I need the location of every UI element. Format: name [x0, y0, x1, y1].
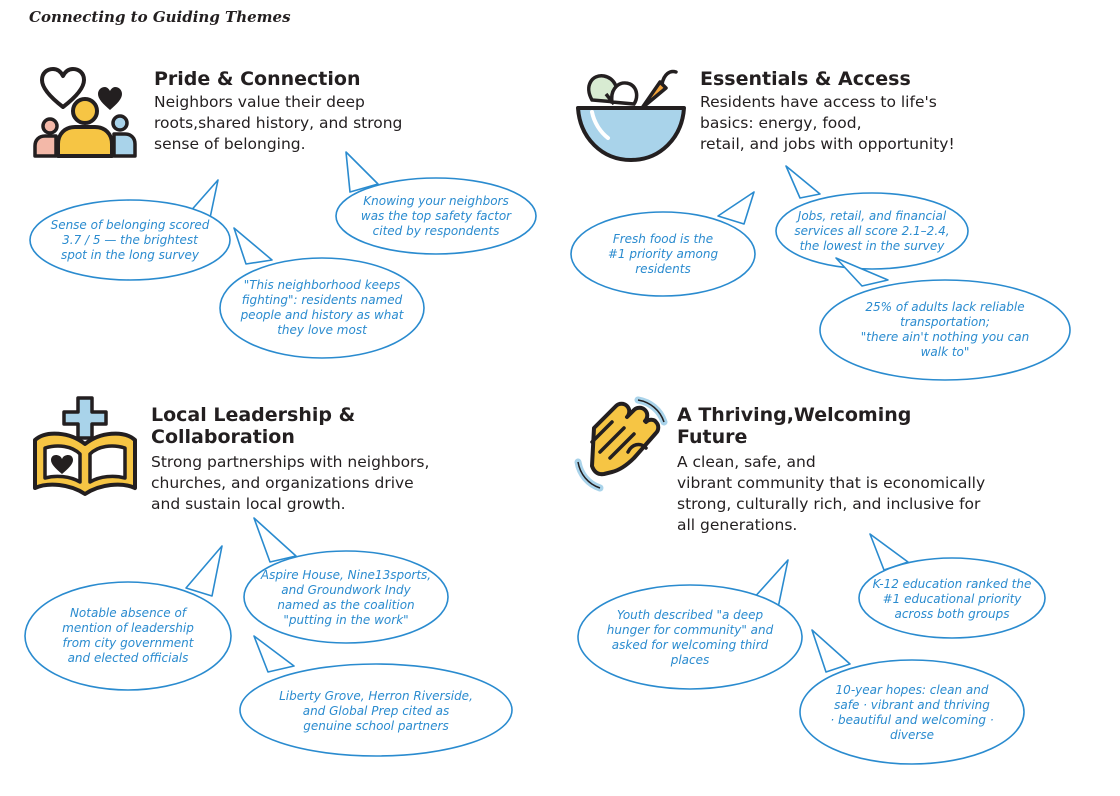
theme-title-thriving-future: A Thriving,Welcoming Future [677, 404, 912, 448]
speech-bubble-outline [819, 279, 1071, 381]
speech-bubble-outline [233, 227, 273, 265]
speech-bubble-fresh-food: Fresh food is the #1 priority among resi… [607, 231, 719, 276]
theme-title-essentials-access: Essentials & Access [700, 68, 911, 90]
theme-title-local-leadership: Local Leadership & Collaboration [151, 404, 356, 448]
theme-description-local-leadership: Strong partnerships with neighbors, chur… [151, 453, 430, 513]
speech-bubble-k12-education: K-12 education ranked the #1 educational… [872, 576, 1032, 621]
theme-description-thriving-future: A clean, safe, and vibrant community tha… [677, 453, 986, 534]
speech-bubble-outline [775, 192, 969, 270]
speech-bubble-outline [858, 557, 1046, 639]
speech-bubble-outline [239, 663, 513, 757]
speech-bubble-outline [24, 581, 232, 691]
speech-bubble-outline [253, 517, 297, 563]
speech-bubble-outline [243, 550, 449, 644]
speech-bubble-coalition: Aspire House, Nine13sports, and Groundwo… [260, 568, 432, 627]
speech-bubble-ten-year-hopes: 10-year hopes: clean and safe · vibrant … [830, 683, 994, 742]
speech-bubble-outline [335, 177, 537, 255]
food-bowl-icon [576, 69, 686, 162]
speech-bubble-outline [253, 635, 295, 673]
community-people-icon [33, 67, 137, 158]
speech-bubble-outline [219, 257, 425, 359]
speech-bubble-transportation: 25% of adults lack reliable transportati… [860, 300, 1030, 359]
speech-bubble-outline [577, 584, 803, 690]
speech-bubble-school-partners: Liberty Grove, Herron Riverside, and Glo… [279, 688, 473, 733]
theme-description-pride-connection: Neighbors value their deep roots,shared … [154, 93, 403, 153]
speech-bubble-outline [799, 659, 1025, 765]
speech-bubble-neighborhood-fighting: "This neighborhood keeps fighting": resi… [240, 278, 404, 337]
speech-bubble-outline [811, 629, 851, 673]
speech-bubble-youth-community: Youth described "a deep hunger for commu… [606, 608, 774, 667]
speech-bubble-outline [717, 191, 755, 225]
waving-hand-icon [574, 396, 668, 492]
speech-bubble-outline [835, 257, 889, 287]
speech-bubble-belonging-score: Sense of belonging scored 3.7 / 5 — the … [50, 217, 210, 262]
church-book-icon [33, 396, 137, 496]
speech-bubble-leadership-absence: Notable absence of mention of leadership… [62, 606, 194, 665]
theme-title-pride-connection: Pride & Connection [154, 68, 361, 90]
speech-bubble-outline [345, 151, 379, 193]
speech-bubble-jobs-retail: Jobs, retail, and financial services all… [794, 208, 950, 253]
speech-bubble-safety-factor: Knowing your neighbors was the top safet… [360, 193, 512, 238]
speech-bubble-outline [185, 545, 223, 597]
speech-bubble-outline [785, 165, 821, 199]
page-title: Connecting to Guiding Themes [29, 8, 291, 26]
theme-description-essentials-access: Residents have access to life's basics: … [700, 93, 955, 153]
speech-bubble-outline [29, 199, 231, 281]
speech-bubble-outline [570, 211, 756, 297]
